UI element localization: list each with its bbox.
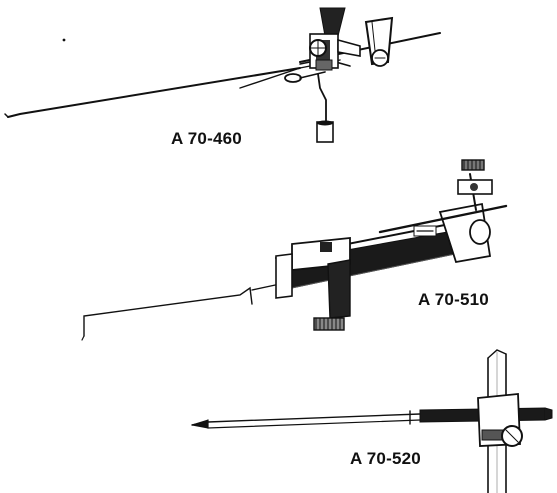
item-a70-460-drawing (4, 7, 441, 143)
item-a70-520-drawing (191, 349, 553, 493)
caption-a70-520: A 70-520 (350, 449, 421, 468)
caption-a70-510: A 70-510 (418, 290, 489, 309)
item-a70-510-drawing (81, 159, 508, 341)
caption-a70-460: A 70-460 (171, 129, 242, 148)
